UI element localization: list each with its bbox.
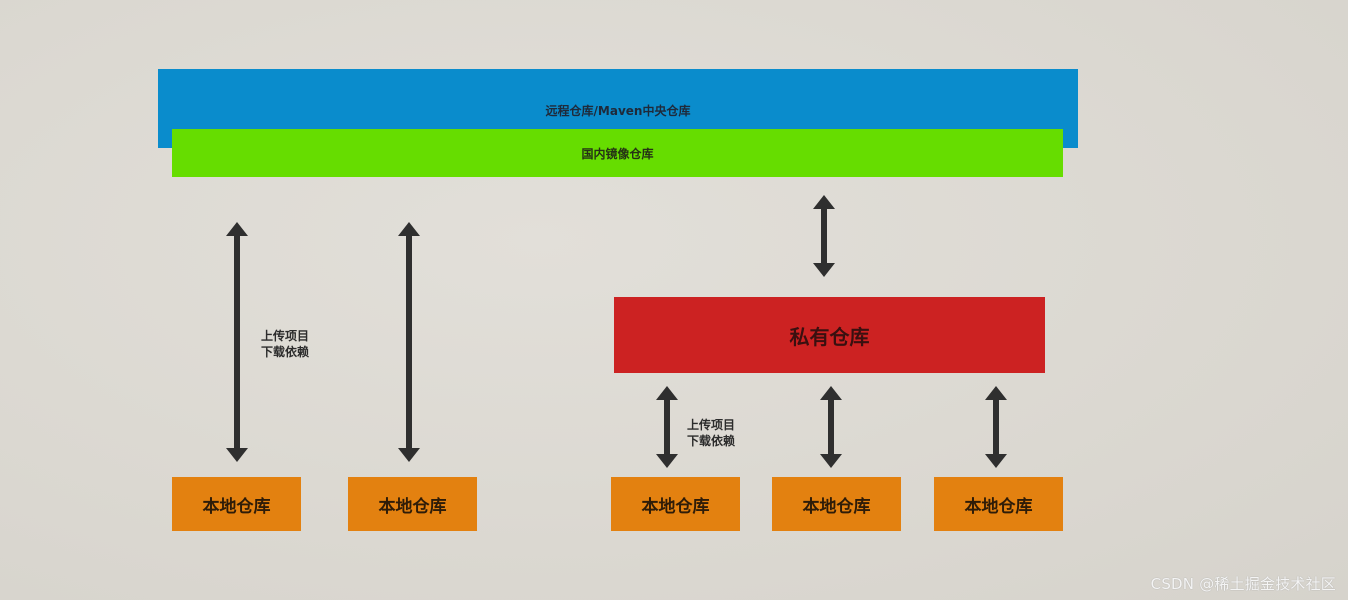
- local-repository-box: 本地仓库: [348, 477, 477, 531]
- local-repository-label: 本地仓库: [641, 496, 710, 517]
- annotation-line-upload: 上传项目: [261, 329, 310, 343]
- local-repository-label: 本地仓库: [378, 496, 447, 517]
- local-repository-label: 本地仓库: [964, 496, 1033, 517]
- double-arrow-icon: [985, 386, 1007, 468]
- local-repository-box: 本地仓库: [772, 477, 901, 531]
- local-repository-box: 本地仓库: [611, 477, 740, 531]
- watermark-text: CSDN @稀土掘金技术社区: [1150, 575, 1336, 593]
- local-repository-label: 本地仓库: [202, 496, 271, 517]
- private-repository-box: 私有仓库: [614, 297, 1045, 373]
- double-arrow-icon: [226, 222, 248, 462]
- private-repository-label: 私有仓库: [789, 324, 870, 349]
- annotation-line-download: 下载依赖: [687, 434, 736, 448]
- upload-download-annotation: 上传项目 下载依赖: [687, 417, 735, 449]
- double-arrow-icon: [398, 222, 420, 462]
- annotation-line-upload: 上传项目: [687, 418, 736, 432]
- local-repository-box: 本地仓库: [934, 477, 1063, 531]
- mirror-repository-label: 国内镜像仓库: [581, 146, 654, 161]
- upload-download-annotation: 上传项目 下载依赖: [261, 328, 309, 360]
- annotation-line-download: 下载依赖: [261, 345, 310, 359]
- remote-repository-label: 远程仓库/Maven中央仓库: [545, 104, 691, 118]
- local-repository-box: 本地仓库: [172, 477, 301, 531]
- double-arrow-icon: [820, 386, 842, 468]
- double-arrow-icon: [813, 195, 835, 277]
- double-arrow-icon: [656, 386, 678, 468]
- mirror-repository-box: 国内镜像仓库: [172, 129, 1063, 177]
- local-repository-label: 本地仓库: [802, 496, 871, 517]
